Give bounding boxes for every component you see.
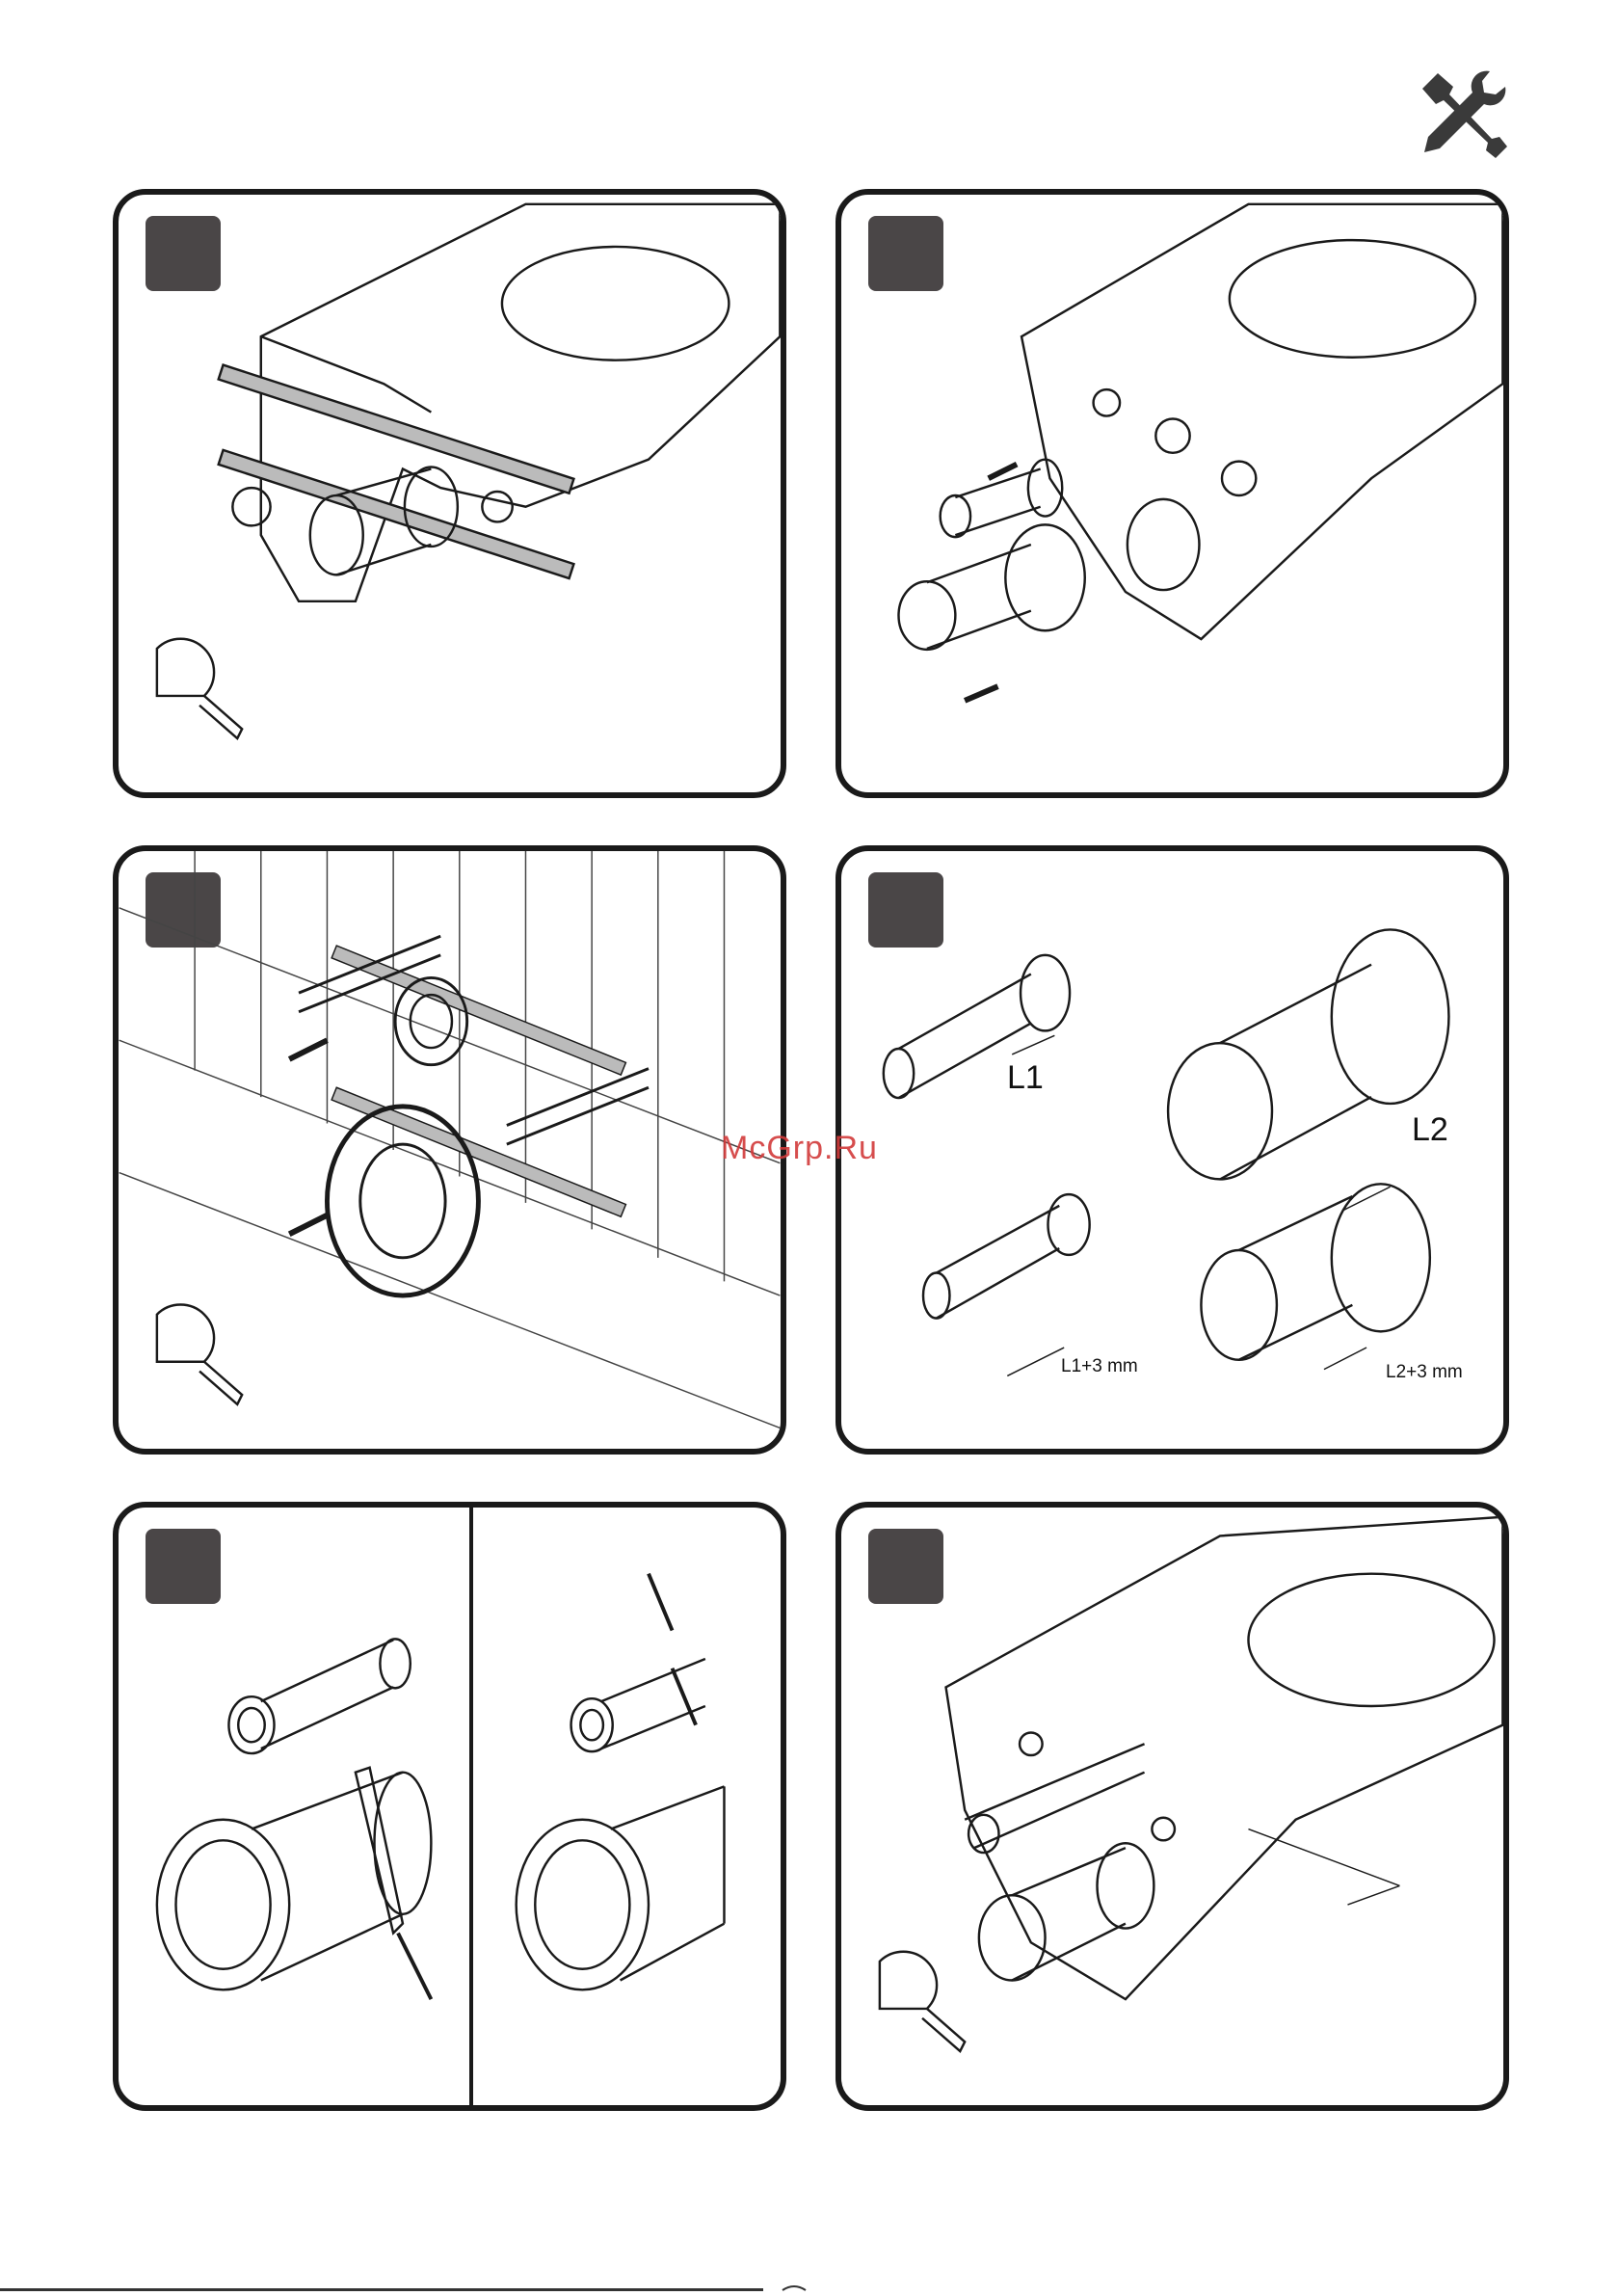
measure-lengths-illustration: [841, 851, 1503, 1449]
step-3-panel: [113, 845, 786, 1455]
step-5-panel: [113, 1502, 786, 2111]
footer-rule: [0, 2288, 763, 2291]
l1-label: L1: [1007, 1059, 1044, 1097]
tools-icon: [1415, 66, 1511, 162]
watermark: McGrp.Ru: [721, 1130, 878, 1167]
step-6-panel: [836, 1502, 1509, 2111]
wall-connectors-illustration: [119, 851, 781, 1449]
cut-pipes-illustration: [119, 1508, 781, 2105]
mount-toilet-illustration: [841, 1508, 1503, 2105]
step-1-panel: [113, 189, 786, 798]
footer-mark-icon: [781, 2281, 808, 2294]
l2-cut-label: L2+3 mm: [1386, 1362, 1463, 1383]
toilet-measure-illustration: [119, 195, 781, 792]
l2-label: L2: [1412, 1111, 1448, 1149]
step-2-panel: [836, 189, 1509, 798]
remove-connectors-illustration: [841, 195, 1503, 792]
step-4-panel: L1 L2 L1+3 mm L2+3 mm: [836, 845, 1509, 1455]
l1-cut-label: L1+3 mm: [1061, 1356, 1138, 1377]
